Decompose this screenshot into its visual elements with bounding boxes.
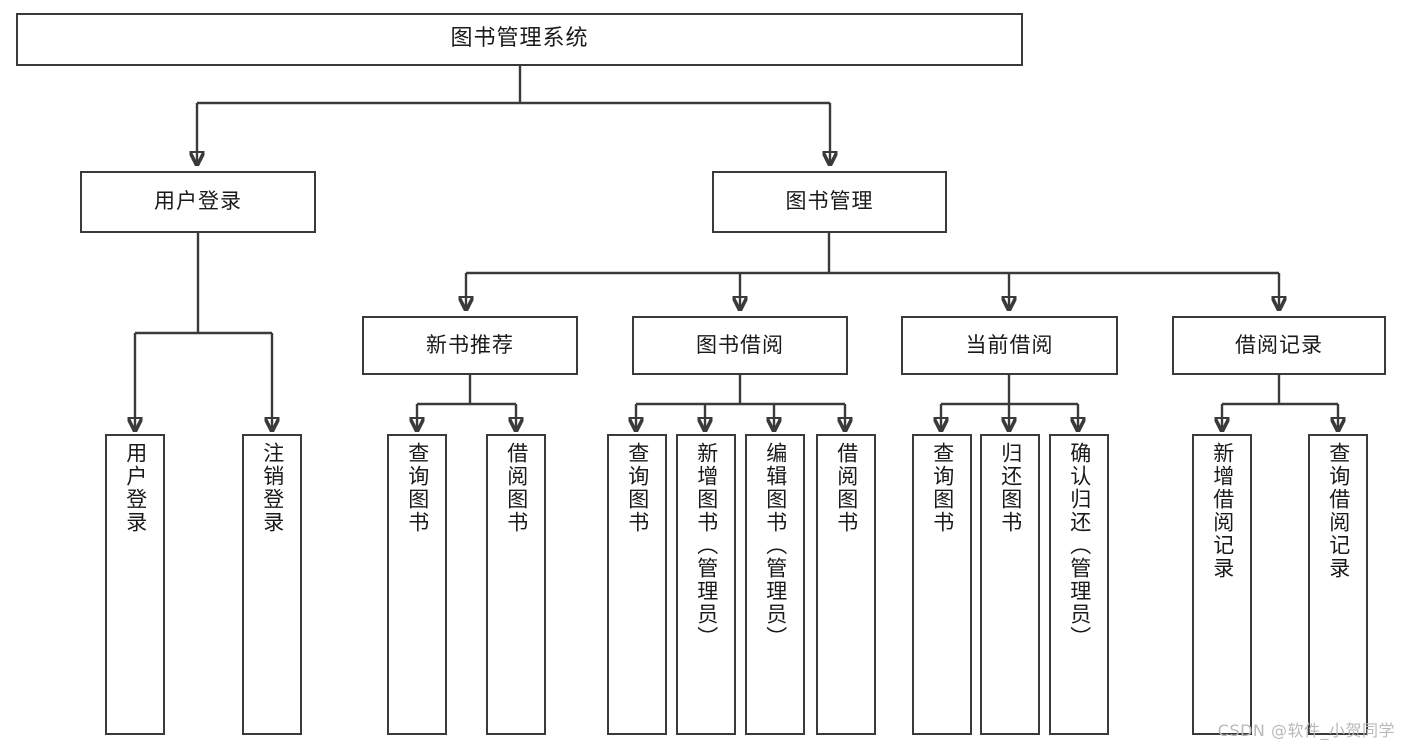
- node-label: 编辑图书（管理员）: [763, 442, 788, 649]
- leaf-return-book[interactable]: 归还图书: [980, 434, 1040, 735]
- leaf-query-book-recommend[interactable]: 查询图书: [387, 434, 447, 735]
- node-label: 确认归还（管理员）: [1067, 442, 1092, 649]
- leaf-logout[interactable]: 注销登录: [242, 434, 302, 735]
- node-label: 查询借阅记录: [1326, 442, 1351, 580]
- node-label: 借阅记录: [1235, 332, 1323, 357]
- leaf-borrow-book-recommend[interactable]: 借阅图书: [486, 434, 546, 735]
- leaf-confirm-return-admin[interactable]: 确认归还（管理员）: [1049, 434, 1109, 735]
- node-label: 查询图书: [625, 442, 650, 534]
- leaf-add-book-admin[interactable]: 新增图书（管理员）: [676, 434, 736, 735]
- node-label: 新书推荐: [426, 332, 514, 357]
- leaf-query-book-current[interactable]: 查询图书: [912, 434, 972, 735]
- node-label: 图书管理: [785, 189, 874, 214]
- node-new-book-recommend[interactable]: 新书推荐: [362, 316, 578, 375]
- leaf-add-borrow-record[interactable]: 新增借阅记录: [1192, 434, 1252, 735]
- leaf-user-login[interactable]: 用户登录: [105, 434, 165, 735]
- node-label: 图书借阅: [696, 332, 784, 357]
- node-user-login[interactable]: 用户登录: [80, 171, 316, 233]
- node-label: 用户登录: [123, 442, 148, 534]
- node-book-borrow[interactable]: 图书借阅: [632, 316, 848, 375]
- node-current-borrow[interactable]: 当前借阅: [901, 316, 1118, 375]
- node-label: 查询图书: [405, 442, 430, 534]
- node-label: 图书管理系统: [450, 26, 589, 52]
- node-root-system[interactable]: 图书管理系统: [16, 13, 1023, 66]
- node-label: 借阅图书: [504, 442, 529, 534]
- node-label: 借阅图书: [834, 442, 859, 534]
- node-label: 当前借阅: [965, 332, 1054, 357]
- node-book-management[interactable]: 图书管理: [712, 171, 947, 233]
- node-label: 用户登录: [154, 189, 242, 214]
- node-label: 新增借阅记录: [1210, 442, 1235, 580]
- node-label: 新增图书（管理员）: [694, 442, 719, 649]
- leaf-query-borrow-record[interactable]: 查询借阅记录: [1308, 434, 1368, 735]
- leaf-edit-book-admin[interactable]: 编辑图书（管理员）: [745, 434, 805, 735]
- node-label: 注销登录: [260, 442, 285, 534]
- node-borrow-records[interactable]: 借阅记录: [1172, 316, 1386, 375]
- leaf-query-book-borrow[interactable]: 查询图书: [607, 434, 667, 735]
- node-label: 归还图书: [998, 442, 1023, 534]
- csdn-watermark: CSDN @软件_小贺同学: [1217, 721, 1395, 740]
- leaf-borrow-book[interactable]: 借阅图书: [816, 434, 876, 735]
- node-label: 查询图书: [930, 442, 955, 534]
